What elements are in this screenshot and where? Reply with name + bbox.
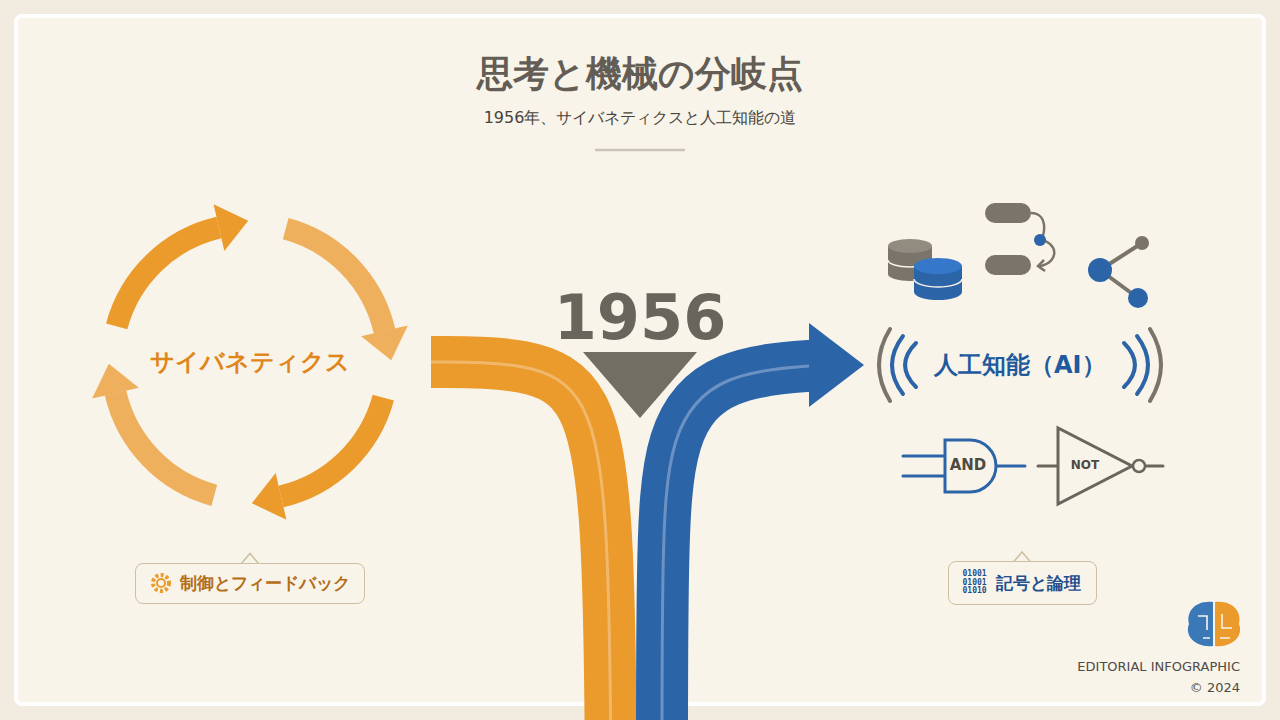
node-label: 人工知能（AI） — [934, 351, 1106, 379]
cybernetics-band — [431, 362, 611, 720]
binary-icon: 01001 01001 01010 — [963, 570, 988, 595]
cycle-arrow — [281, 398, 383, 497]
divider-rule — [596, 149, 684, 152]
cycle-arrowhead — [252, 473, 287, 520]
cycle-arrow — [117, 228, 219, 327]
cycle-arrowhead — [361, 326, 408, 361]
gate-label: AND — [950, 457, 987, 474]
flow-icon — [985, 203, 1054, 275]
year-label: 1956 — [554, 282, 727, 353]
wave-arc — [1124, 343, 1135, 387]
gear-icon — [150, 572, 172, 594]
arrowhead — [809, 323, 864, 407]
callout-box: 01001 01001 01010 記号と論理 — [948, 561, 1097, 605]
node-label: 制御とフィードバック — [180, 572, 350, 595]
branch-connector — [431, 323, 864, 720]
node-label: サイバネティクス — [150, 346, 350, 378]
node-label: 記号と論理 — [996, 572, 1081, 595]
cycle-node: サイバネティクス — [85, 197, 415, 527]
wave-arc — [1150, 329, 1161, 401]
junction-marker — [583, 352, 697, 418]
band-highlight — [662, 365, 823, 720]
wave-arc — [879, 329, 890, 401]
gate-label: NOT — [1071, 459, 1099, 473]
callout-box: 制御とフィードバック — [135, 563, 365, 604]
and-gate-symbol — [903, 440, 1025, 492]
database-icon — [914, 258, 962, 300]
cycle-arrowhead — [214, 204, 249, 251]
title: 思考と機械の分岐点 — [0, 50, 1280, 99]
watermark: © 2024 — [1190, 681, 1240, 696]
cycle-arrowhead — [92, 364, 139, 399]
network-icon — [1088, 236, 1149, 308]
cycle-arrow — [116, 393, 215, 495]
brain-logo — [1188, 602, 1240, 646]
watermark: EDITORIAL INFOGRAPHIC — [1077, 660, 1240, 675]
wave-arc — [1137, 336, 1148, 394]
cycle-arrow — [286, 229, 385, 331]
subtitle: 1956年、サイバネティクスと人工知能の道 — [484, 109, 797, 127]
wave-arc — [905, 343, 916, 387]
ai-band — [662, 365, 823, 720]
wave-arc — [892, 336, 903, 394]
not-gate-symbol — [1038, 428, 1163, 504]
band-highlight — [431, 362, 611, 720]
ai-node: 人工知能（AI） — [870, 325, 1170, 405]
